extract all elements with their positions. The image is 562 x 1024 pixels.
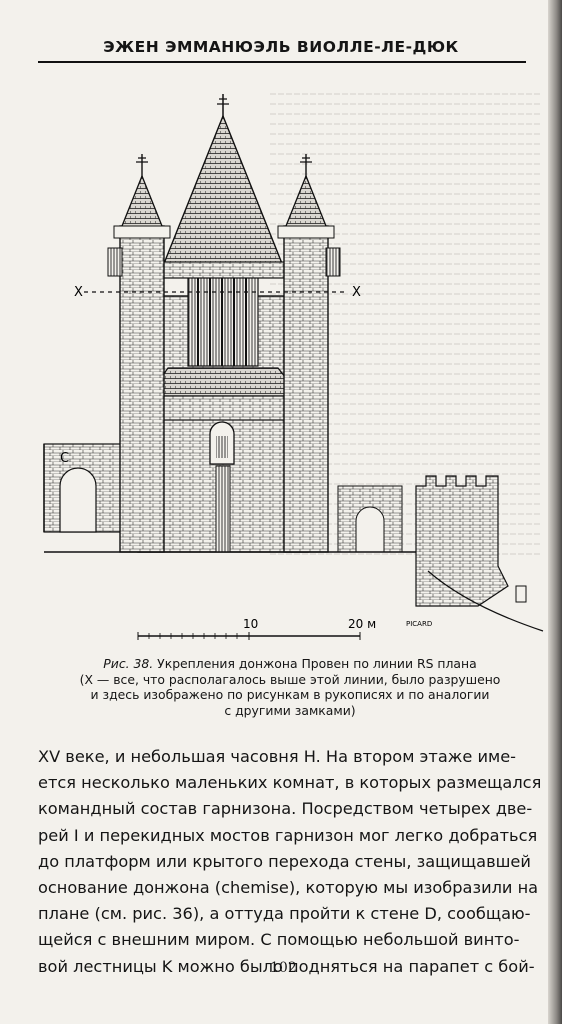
scale-bar: 10 20 м bbox=[137, 617, 376, 640]
figure-caption: Рис. 38. Укрепления донжона Провен по ли… bbox=[60, 656, 520, 718]
main-keep bbox=[137, 275, 309, 553]
body-line: командный состав гарнизона. Посредством … bbox=[38, 799, 533, 819]
caption-note-3: с другими замками) bbox=[224, 702, 356, 718]
right-wall bbox=[337, 485, 403, 553]
label-c: C bbox=[60, 451, 69, 466]
body-line: вой лестницы K можно было подняться на п… bbox=[38, 956, 535, 976]
left-gate bbox=[43, 443, 125, 533]
caption-lead: Рис. 38. bbox=[103, 656, 154, 671]
body-line: рей I и перекидных мостов гарнизон мог л… bbox=[38, 825, 538, 845]
body-line: ется несколько маленьких комнат, в котор… bbox=[38, 773, 542, 793]
scale-label-10: 10 bbox=[243, 617, 258, 631]
caption-title: Укрепления донжона Провен по линии RS пл… bbox=[153, 656, 477, 671]
right-turret bbox=[277, 154, 341, 553]
donjon-illustration: X X C 10 20 м PICARD bbox=[43, 86, 544, 640]
body-line: XV веке, и небольшая часовня H. На второ… bbox=[38, 747, 517, 766]
running-header: ЭЖЕН ЭММАНЮЭЛЬ ВИОЛЛЕ-ЛЕ-ДЮК bbox=[103, 38, 459, 56]
caption-note-2: и здесь изображено по рисункам в рукопис… bbox=[90, 687, 490, 702]
caption-note-1: (X — все, что располагалось выше этой ли… bbox=[79, 671, 501, 687]
figure-provins-donjon: X X C 10 20 м PICARD bbox=[38, 66, 548, 652]
header-rule bbox=[38, 61, 526, 63]
page-edge-shadow bbox=[548, 0, 562, 1024]
scale-label-20: 20 м bbox=[348, 617, 376, 631]
crenellated-tower bbox=[415, 475, 544, 632]
label-x-left: X bbox=[74, 285, 83, 300]
central-spire bbox=[155, 94, 291, 279]
body-line: до платформ или крытого перехода стены, … bbox=[38, 851, 531, 871]
body-line: основание донжона (chemise), которую мы … bbox=[38, 878, 539, 898]
page-number: 102 bbox=[270, 960, 297, 976]
body-line: щейся с внешним миром. С помощью небольш… bbox=[38, 930, 520, 950]
body-paragraph: XV веке, и небольшая часовня H. На второ… bbox=[38, 744, 546, 980]
left-turret bbox=[107, 154, 171, 553]
label-x-right: X bbox=[352, 285, 361, 300]
artist-signature: PICARD bbox=[406, 620, 432, 628]
body-line: плане (см. рис. 36), а оттуда пройти к с… bbox=[38, 904, 531, 924]
